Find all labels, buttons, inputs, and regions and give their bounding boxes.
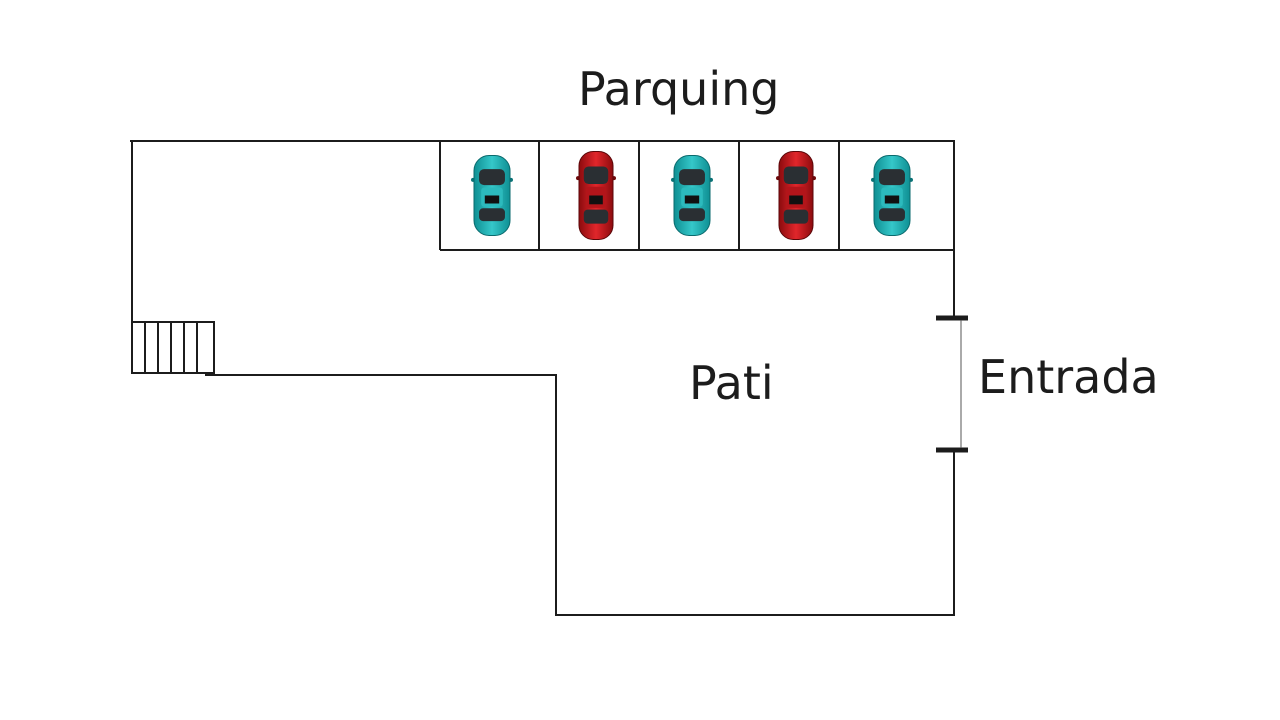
entrance-label: Entrada bbox=[978, 350, 1159, 404]
parking-label: Parquing bbox=[578, 62, 780, 116]
parked-cars bbox=[471, 151, 913, 240]
teal-car-icon bbox=[471, 155, 513, 236]
parking-spot-dividers bbox=[538, 141, 840, 250]
teal-car-icon bbox=[671, 155, 713, 236]
stairs-icon bbox=[131, 321, 215, 374]
red-car-icon bbox=[776, 151, 816, 240]
patio-label: Pati bbox=[689, 356, 774, 410]
red-car-icon bbox=[576, 151, 616, 240]
teal-car-icon bbox=[871, 155, 913, 236]
building-outline bbox=[130, 140, 955, 616]
entrance-door bbox=[936, 315, 968, 453]
